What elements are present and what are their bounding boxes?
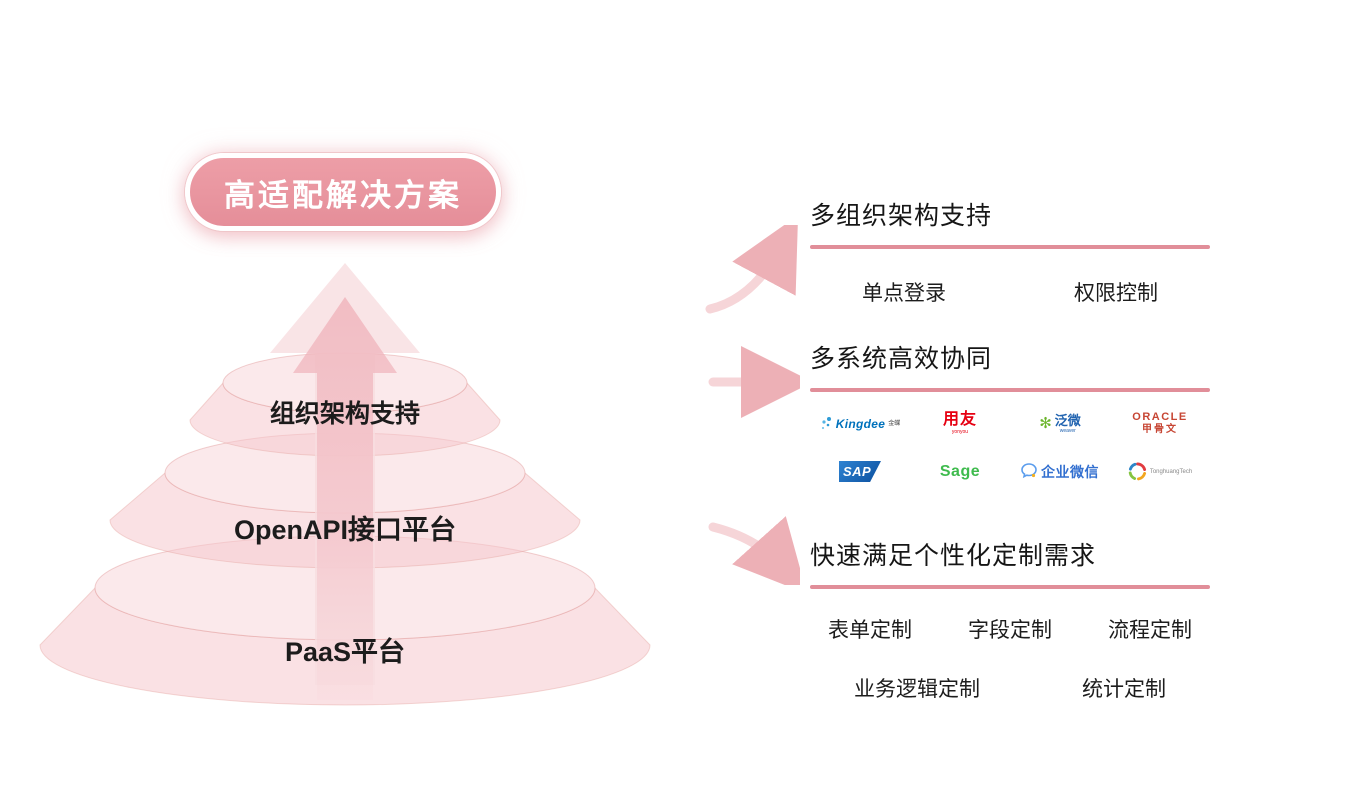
section-multi-system: 多系统高效协同 Kingdee 金蝶 用友 yonyou ✻ bbox=[810, 339, 1210, 482]
custom-item-workflow: 流程定制 bbox=[1108, 619, 1192, 642]
partner-logo-grid: Kingdee 金蝶 用友 yonyou ✻ 泛微 weaver ORACLE … bbox=[810, 412, 1210, 482]
section-multi-org: 多组织架构支持 单点登录 权限控制 bbox=[810, 196, 1210, 307]
up-arrow-front bbox=[293, 297, 397, 700]
kingdee-dots-icon bbox=[821, 416, 831, 429]
sap-logo: SAP bbox=[839, 461, 881, 482]
custom-item-business-logic: 业务逻辑定制 bbox=[854, 678, 980, 701]
arrow-to-org-section bbox=[705, 225, 799, 314]
wecom-logo: 企业微信 bbox=[1021, 463, 1099, 480]
weaver-logo: ✻ 泛微 weaver bbox=[1039, 412, 1081, 434]
pyramid-layer-bottom-label: PaaS平台 bbox=[284, 637, 406, 667]
color-ring-icon bbox=[1128, 462, 1146, 481]
section-customization-title: 快速满足个性化定制需求 bbox=[810, 542, 1097, 570]
section-multi-org-title: 多组织架构支持 bbox=[810, 202, 993, 230]
kingdee-logo: Kingdee 金蝶 bbox=[820, 416, 900, 432]
title-badge-label: 高适配解决方案 bbox=[224, 177, 462, 213]
section-underline bbox=[810, 245, 1210, 249]
pyramid-layer-top-label: 组织架构支持 bbox=[269, 400, 420, 428]
section-customization: 快速满足个性化定制需求 表单定制 字段定制 流程定制 业务逻辑定制 统计定制 bbox=[810, 536, 1210, 703]
custom-item-field: 字段定制 bbox=[968, 619, 1052, 642]
yonyou-logo: 用友 yonyou bbox=[942, 411, 977, 435]
pyramid-layer-middle-label: OpenAPI接口平台 bbox=[233, 515, 456, 545]
title-badge: 高适配解决方案 bbox=[185, 153, 501, 231]
org-item-permission: 权限控制 bbox=[1074, 282, 1158, 305]
section-underline bbox=[810, 388, 1210, 392]
wecom-bubble-icon bbox=[1021, 463, 1037, 479]
weaver-flower-icon: ✻ bbox=[1039, 415, 1052, 432]
oracle-logo: ORACLE 甲骨文 bbox=[1132, 411, 1188, 435]
org-item-sso: 单点登录 bbox=[862, 282, 946, 305]
tonghuang-tech-logo: TonghuangTech bbox=[1128, 462, 1192, 481]
section-underline bbox=[810, 585, 1210, 589]
custom-item-statistics: 统计定制 bbox=[1082, 678, 1166, 701]
sage-logo: Sage bbox=[939, 462, 981, 480]
connector-arrows bbox=[705, 225, 800, 585]
custom-item-form: 表单定制 bbox=[828, 619, 912, 642]
section-multi-system-title: 多系统高效协同 bbox=[810, 345, 993, 373]
pyramid-graphic bbox=[39, 263, 651, 706]
arrow-to-custom-section bbox=[708, 516, 800, 585]
